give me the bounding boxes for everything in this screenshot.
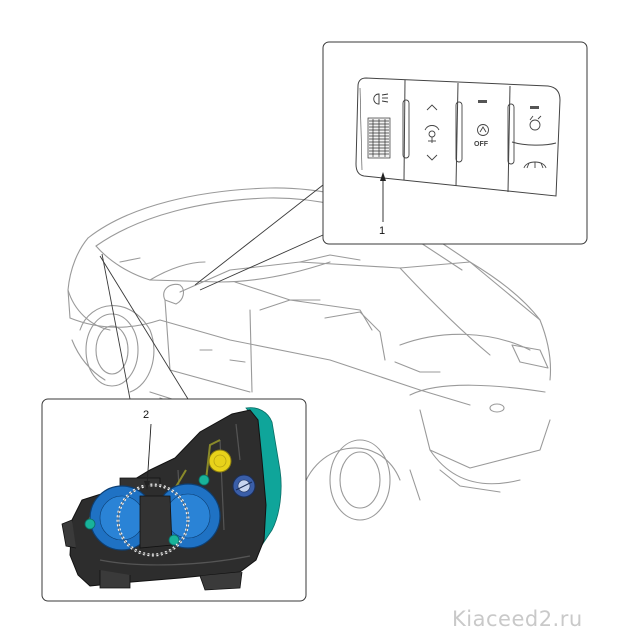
position-lamp-cap xyxy=(208,449,232,473)
bulb-socket xyxy=(84,518,96,530)
callout-1-arrowhead xyxy=(380,172,386,181)
mounting-bracket xyxy=(199,571,243,591)
right-top-switch xyxy=(529,106,542,131)
chevron-up-icon xyxy=(426,104,438,111)
callout-2-leader xyxy=(146,423,152,487)
mounting-bracket xyxy=(61,519,77,549)
leveling-wheel xyxy=(367,117,391,159)
callout-1-label: 1 xyxy=(379,225,385,237)
switch-panel xyxy=(355,77,561,197)
chevron-down-icon xyxy=(426,154,438,161)
indicator-led xyxy=(530,106,539,109)
callout-2-label: 2 xyxy=(143,409,149,421)
adjust-switch-icons xyxy=(424,104,440,161)
headlamp-callout: 2 xyxy=(41,253,307,602)
esc-car-icon xyxy=(477,124,489,136)
turn-signal-bulb xyxy=(232,474,256,498)
headlamp-leveling-icon xyxy=(373,93,389,105)
right-bottom-switch xyxy=(523,161,547,169)
callout-2-arrowhead xyxy=(144,481,150,490)
lamp-adjust-icon xyxy=(424,125,440,143)
bulb-socket xyxy=(168,534,180,546)
hill-descent-icon xyxy=(529,115,542,131)
watermark-text: Kiaceed2.ru xyxy=(452,607,583,631)
mounting-bracket xyxy=(99,570,131,589)
leader-line xyxy=(199,234,324,291)
esc-off-label: OFF xyxy=(474,141,489,148)
parking-assist-icon xyxy=(523,161,547,169)
leader-line xyxy=(101,253,131,400)
leader-line xyxy=(194,184,324,286)
esc-off-button: OFF xyxy=(474,100,489,148)
indicator-led xyxy=(478,100,487,103)
center-connector xyxy=(139,495,173,549)
bulb-socket xyxy=(198,474,210,486)
switch-panel-callout: OFF 1 xyxy=(194,41,588,291)
headlamp-assembly xyxy=(61,407,282,591)
leader-line xyxy=(99,255,189,400)
